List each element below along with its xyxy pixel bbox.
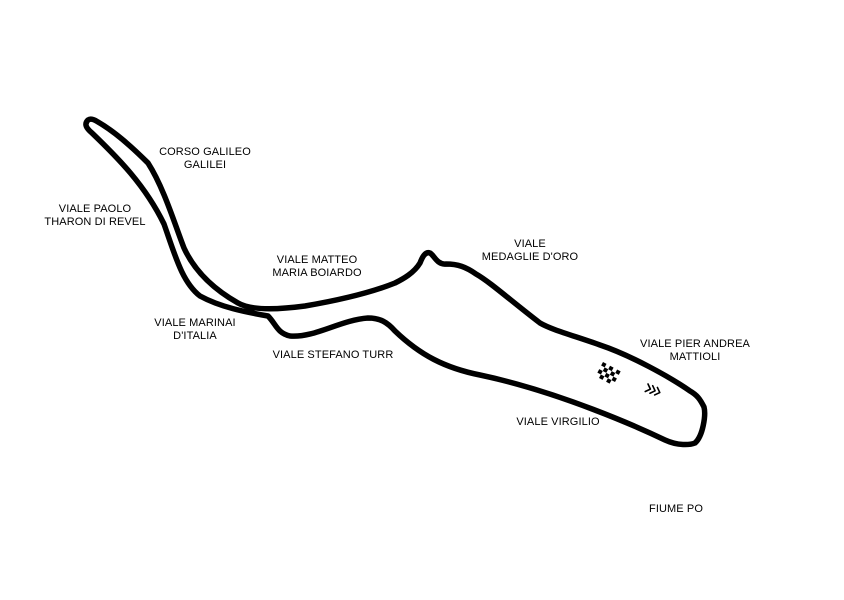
label-viale-virgilio: VIALE VIRGILIO [516,416,600,428]
label-viale-medaglie-doro: VIALE MEDAGLIE D'ORO [481,238,579,263]
label-viale-paolo-tharon-di-revel: VIALE PAOLO THARON DI REVEL [44,203,146,228]
label-fiume-po: FIUME PO [649,503,703,515]
label-viale-marinai-ditalia: VIALE MARINAI D'ITALIA [154,317,236,342]
direction-chevrons-icon [644,383,661,396]
label-corso-galileo-galilei: CORSO GALILEO GALILEI [159,146,251,171]
label-viale-stefano-turr: VIALE STEFANO TURR [272,349,394,361]
label-viale-matteo-maria-boiardo: VIALE MATTEO MARIA BOIARDO [272,254,362,279]
label-viale-pier-andrea-mattioli: VIALE PIER ANDREA MATTIOLI [640,338,750,363]
track-outline [83,116,708,448]
checkered-flag-icon [597,362,621,384]
